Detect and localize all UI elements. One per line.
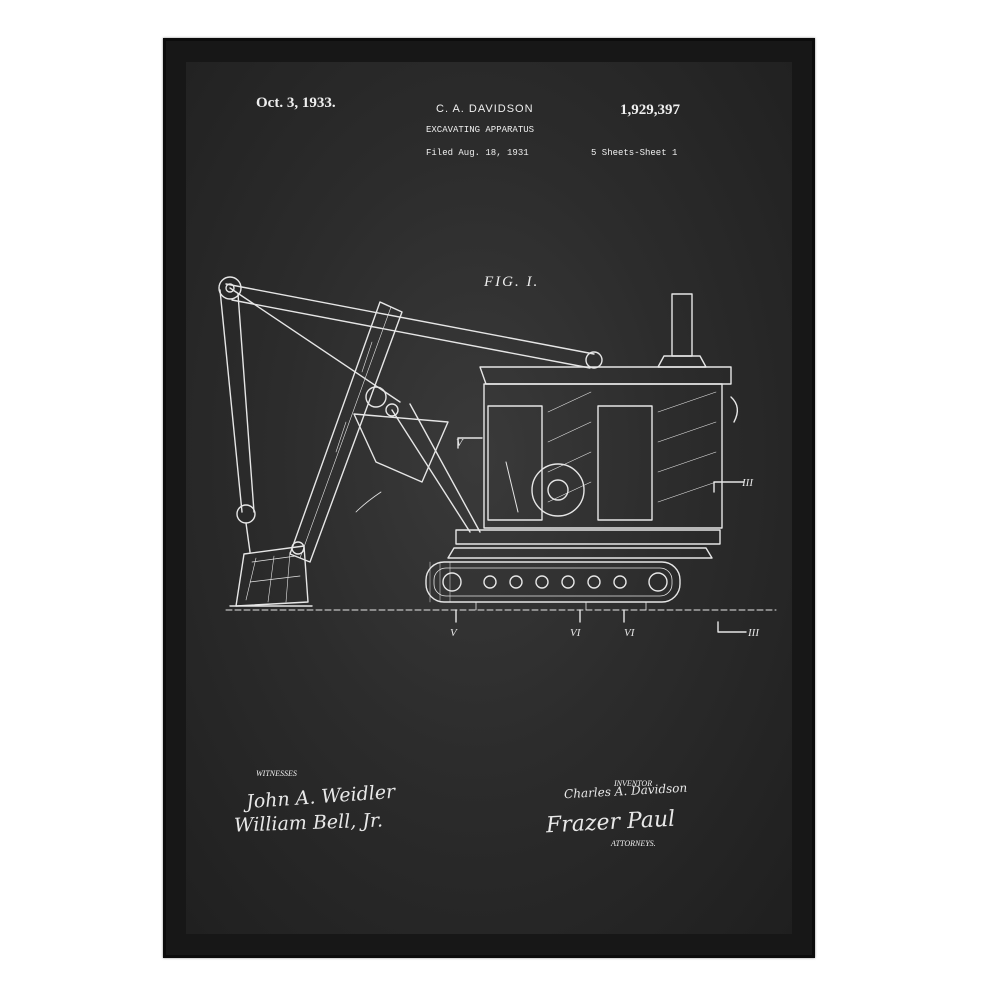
sheet-count: 5 Sheets-Sheet 1 xyxy=(591,148,678,158)
crawler-tracks xyxy=(425,529,721,611)
patent-number: 1,929,397 xyxy=(620,102,680,118)
patent-poster: Oct. 3, 1933. C. A. DAVIDSON 1,929,397 E… xyxy=(186,62,792,934)
machine-house xyxy=(479,366,739,529)
dipper-stick xyxy=(289,301,403,563)
inventor-label: INVENTOR xyxy=(614,779,653,788)
section-ref-3: VI xyxy=(570,627,582,639)
section-ref-4: VI xyxy=(624,627,636,639)
boom xyxy=(218,276,603,403)
witnesses-label: WITNESSES xyxy=(256,769,297,778)
section-arrows xyxy=(455,437,747,633)
patent-date: Oct. 3, 1933. xyxy=(256,95,336,111)
section-ref-1: V xyxy=(456,437,464,449)
dipper-bucket xyxy=(229,541,313,607)
boom-foot xyxy=(353,386,481,533)
inventor-name: C. A. DAVIDSON xyxy=(436,103,534,115)
section-ref-2: V xyxy=(450,627,458,639)
smokestack xyxy=(657,293,707,368)
filed-date: Filed Aug. 18, 1931 xyxy=(426,148,529,158)
section-ref-6: III xyxy=(747,627,760,639)
excavator-drawing: V V VI VI III III xyxy=(218,276,777,639)
hoist-cables xyxy=(219,289,256,553)
patent-subject: EXCAVATING APPARATUS xyxy=(426,125,535,135)
attorneys-label: ATTORNEYS. xyxy=(611,839,656,848)
figure-label: FIG. I. xyxy=(484,274,540,290)
section-ref-5: III xyxy=(741,477,754,489)
